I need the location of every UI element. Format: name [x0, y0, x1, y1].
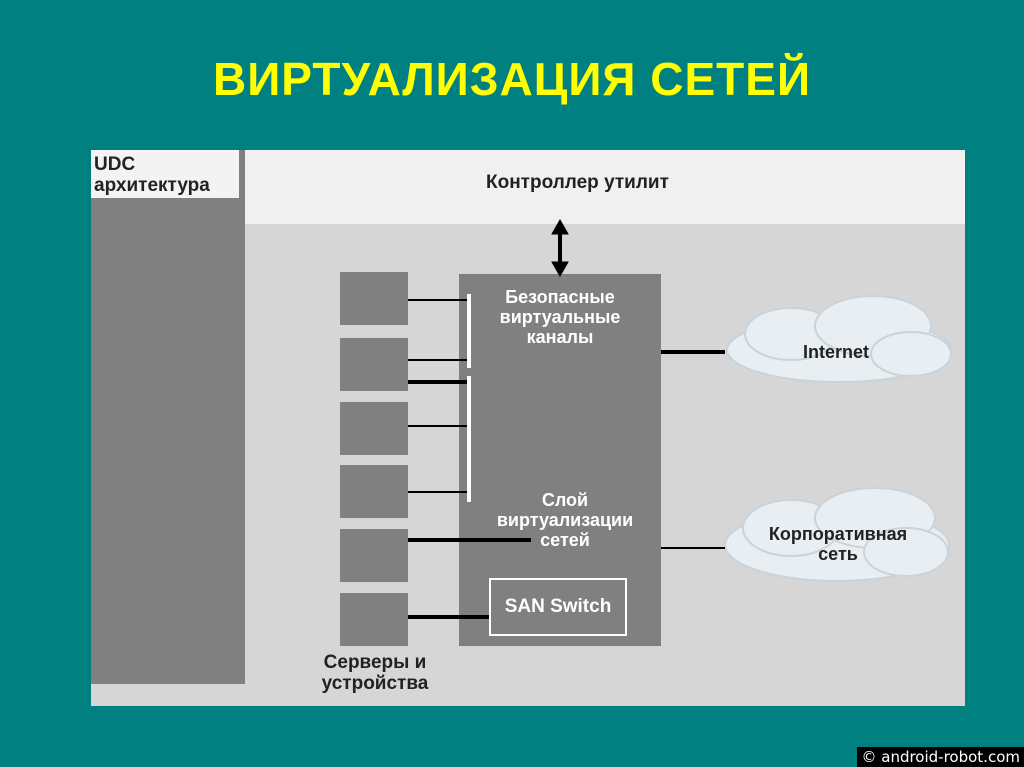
- virtualization-layer-label: Слой виртуализации сетей: [469, 490, 661, 550]
- internet-label: Internet: [802, 342, 869, 362]
- double-arrow-icon: [551, 218, 569, 278]
- layer-line1: Слой: [541, 490, 589, 510]
- cloud-internet: [726, 295, 952, 383]
- secure-line3: каналы: [526, 327, 594, 347]
- udc-label-line1: UDC: [94, 154, 136, 175]
- controller-label: Контроллер утилит: [486, 172, 669, 193]
- servers-caption: Серверы и устройства: [313, 652, 437, 694]
- server-box: [340, 529, 408, 582]
- layer-line3: сетей: [540, 530, 590, 550]
- server-box: [340, 593, 408, 646]
- server-box: [340, 402, 408, 455]
- corporate-network-label: Корпоративная сеть: [743, 524, 933, 564]
- servers-line1: Серверы и: [323, 652, 427, 673]
- connectors: [408, 218, 952, 619]
- udc-column: UDC архитектура: [91, 150, 245, 684]
- diagram-panel: UDC архитектура Контроллер утилит: [91, 150, 965, 706]
- server-box: [340, 338, 408, 391]
- server-box: [340, 272, 408, 325]
- secure-channels-label: Безопасные виртуальные каналы: [479, 287, 641, 347]
- udc-label-line2: архитектура: [94, 175, 210, 196]
- layer-line2: виртуализации: [496, 510, 634, 530]
- secure-line1: Безопасные: [505, 287, 615, 307]
- cloud-corporate: [724, 487, 950, 582]
- corp-line2: сеть: [818, 544, 858, 564]
- virtualization-layer-box: [459, 274, 661, 646]
- server-box: [340, 465, 408, 518]
- controller-bar: [241, 150, 965, 224]
- watermark: © android-robot.com: [857, 747, 1024, 767]
- udc-label: UDC архитектура: [91, 150, 239, 198]
- slide-title: ВИРТУАЛИЗАЦИЯ СЕТЕЙ: [212, 53, 812, 105]
- san-switch-box: SAN Switch: [489, 578, 627, 636]
- secure-line2: виртуальные: [499, 307, 621, 327]
- corp-line1: Корпоративная: [768, 524, 908, 544]
- servers-line2: устройства: [321, 673, 429, 694]
